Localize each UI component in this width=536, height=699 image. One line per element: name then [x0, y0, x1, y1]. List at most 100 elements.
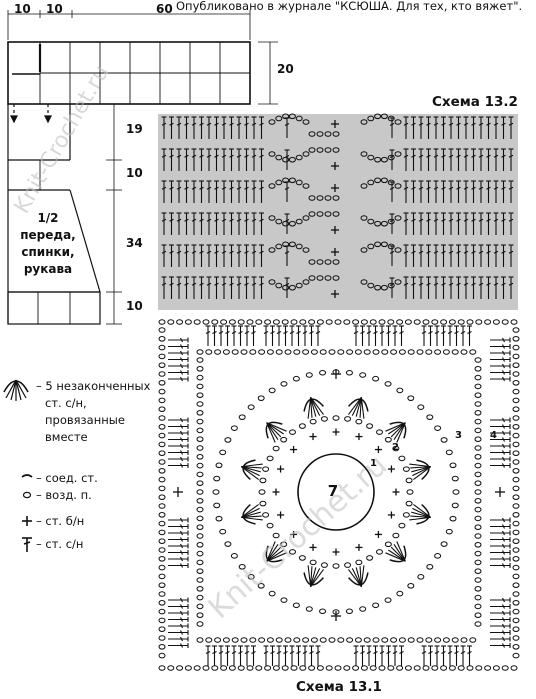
dc-stitch	[315, 325, 321, 346]
dc-bar	[244, 331, 250, 334]
chain-stitch	[457, 319, 465, 325]
dc-stitch	[454, 325, 459, 346]
chain-stitch	[387, 319, 395, 325]
dc-stitch	[168, 463, 189, 468]
chain-stitch	[512, 468, 520, 474]
piece-label-line: спинки,	[21, 245, 75, 259]
dc-bar	[502, 363, 505, 369]
chain-stitch	[158, 406, 166, 413]
cluster-petal	[409, 459, 431, 480]
dc-bar	[244, 250, 249, 254]
chain-stitch	[398, 637, 406, 643]
chain-stitch	[196, 349, 204, 355]
petal-stem	[241, 463, 263, 468]
chain-stitch	[257, 583, 265, 589]
dc-bar	[433, 122, 439, 126]
dc-stitch	[169, 180, 174, 203]
sc-stitch	[331, 369, 341, 379]
dc-stitch	[168, 610, 189, 616]
legend-cluster-line: вместе	[45, 430, 88, 444]
dc-stitch	[169, 212, 174, 235]
dc-stitch	[229, 276, 234, 299]
dc-stitch	[238, 325, 243, 346]
chain-stitch	[374, 220, 382, 227]
dc-bar	[221, 122, 227, 126]
cluster-petal	[409, 504, 431, 525]
chain-stitch	[231, 349, 239, 355]
dc-bar	[176, 282, 182, 286]
dc-stitch	[302, 325, 308, 346]
dc-bar	[206, 282, 212, 286]
petal-stem	[409, 516, 431, 521]
dc-stitch	[161, 116, 167, 139]
dc-stitch	[490, 610, 511, 616]
dc-stitch	[478, 116, 484, 139]
chain-stitch	[442, 637, 450, 643]
petal-stem	[310, 566, 313, 587]
chain-stitch	[302, 247, 310, 253]
dc-bar	[191, 282, 197, 286]
petal-stem	[241, 466, 261, 473]
chain-stitch	[222, 637, 230, 643]
chain-stitch	[212, 489, 220, 495]
dc-stitch	[366, 645, 372, 666]
dc-stitch	[229, 180, 234, 203]
chain-stitch	[268, 119, 276, 125]
watermark-right: Knit-Crochet.ru	[202, 448, 394, 626]
dc-stitch	[168, 550, 189, 555]
dc-bar	[471, 154, 476, 158]
chain-stitch	[405, 500, 413, 507]
dc-bar	[180, 370, 183, 375]
sc-stitch	[332, 548, 340, 556]
chain-stitch	[512, 635, 520, 641]
chain-stitch	[316, 131, 324, 137]
chain-stitch	[375, 549, 383, 555]
dc-bar	[212, 651, 217, 654]
dc-bar	[502, 424, 505, 429]
dc-bar	[315, 331, 321, 334]
dc-stitch	[309, 325, 314, 346]
chain-stitch	[381, 349, 389, 355]
chain-stitch	[440, 541, 448, 547]
dc-bar	[214, 250, 219, 254]
petal-stem	[310, 569, 324, 587]
sc-stitch	[495, 487, 505, 497]
dc-bar	[418, 122, 424, 126]
chain-stitch	[360, 279, 368, 285]
chain-stitch	[431, 665, 439, 671]
dc-bar	[259, 282, 264, 286]
chain-stitch	[319, 369, 327, 376]
chain-stitch	[512, 547, 520, 553]
chain-stitch	[272, 665, 280, 671]
chain-stitch	[224, 541, 232, 547]
chain-stitch	[431, 319, 439, 325]
chain-stitch	[309, 559, 317, 566]
chain-stitch	[332, 195, 340, 201]
dc-stitch	[199, 276, 204, 299]
dc-stitch	[184, 116, 189, 139]
chain-stitch	[380, 220, 388, 227]
dc-bar	[180, 604, 183, 609]
sc-stitch	[331, 120, 339, 128]
dc-stitch	[411, 276, 416, 299]
dimension-height-a: 19	[126, 122, 143, 136]
chain-stitch	[308, 131, 316, 137]
chain-stitch	[320, 416, 328, 422]
chain-stitch	[202, 665, 210, 671]
dc-bar	[403, 154, 409, 158]
dc-bar	[289, 651, 295, 654]
chain-stitch	[325, 665, 333, 671]
chain-stitch	[196, 480, 204, 487]
cluster-petal	[303, 565, 324, 587]
dc-bar	[263, 651, 269, 654]
chain-stitch	[396, 387, 404, 394]
chain-stitch	[474, 524, 482, 531]
dc-stitch	[467, 645, 472, 666]
dc-stitch	[284, 213, 290, 234]
dc-bar	[433, 154, 439, 158]
chain-stitch	[302, 349, 310, 355]
chain-stitch	[512, 538, 520, 545]
chain-stitch	[396, 319, 404, 325]
chain-stitch	[394, 119, 402, 125]
chain-stitch	[196, 559, 204, 566]
